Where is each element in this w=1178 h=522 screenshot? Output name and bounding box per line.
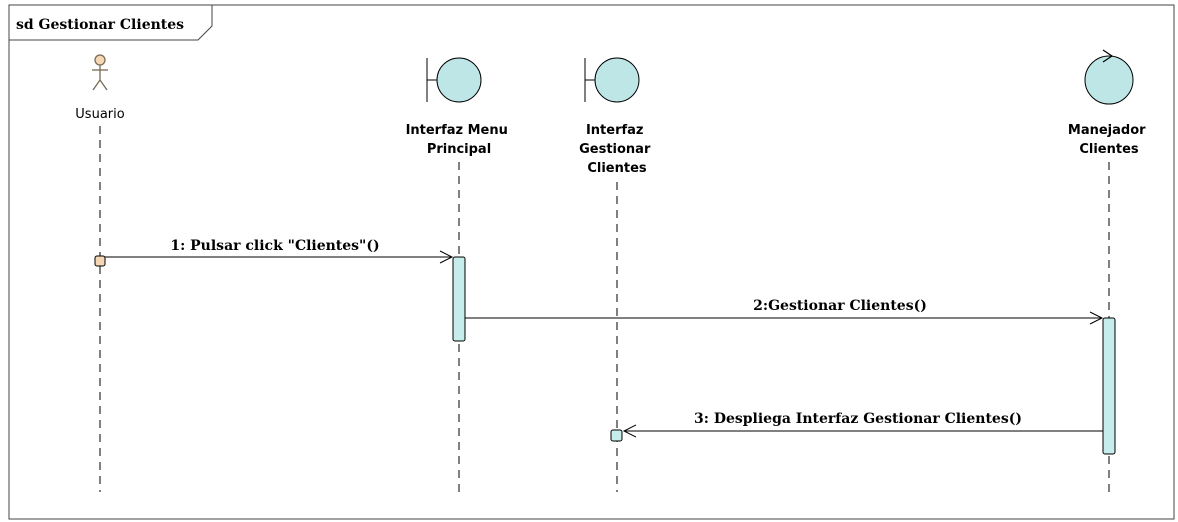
found-message-origin	[94, 255, 106, 267]
label-line: Manejador	[1068, 123, 1146, 138]
lifeline-label-manejador: Manejador Clientes	[1068, 123, 1150, 157]
message-label: 2:Gestionar Clientes()	[753, 298, 927, 314]
message-endpoint	[610, 429, 623, 442]
frame-title: sd Gestionar Clientes	[16, 17, 184, 33]
lifeline-manejador[interactable]: Manejador Clientes	[1068, 49, 1150, 492]
label-line: Principal	[427, 142, 491, 157]
activation-manejador	[1102, 317, 1116, 455]
activation-menu	[452, 256, 466, 342]
label-line: Clientes	[587, 161, 647, 176]
label-line: Clientes	[1079, 142, 1139, 157]
boundary-icon	[584, 57, 640, 103]
label-line: Interfaz	[586, 123, 644, 138]
lifeline-label-usuario: Usuario	[75, 107, 124, 122]
lifeline-usuario[interactable]: Usuario	[75, 54, 125, 492]
open-arrowhead-icon	[1089, 311, 1104, 325]
label-line: Interfaz Menu	[406, 123, 508, 138]
open-arrowhead-icon	[622, 424, 637, 438]
lifeline-label-menu: Interfaz Menu Principal	[406, 123, 513, 157]
message-2[interactable]: 2:Gestionar Clientes()	[465, 298, 1104, 325]
actor-icon	[92, 54, 108, 91]
message-1[interactable]: 1: Pulsar click "Clientes"()	[94, 238, 454, 267]
label-line: Gestionar	[579, 142, 651, 157]
boundary-icon	[426, 57, 482, 103]
control-icon	[1084, 49, 1134, 105]
diagram-frame: sd Gestionar Clientes	[8, 4, 1175, 520]
message-3[interactable]: 3: Despliega Interfaz Gestionar Clientes…	[610, 411, 1103, 442]
lifeline-interfaz-gestionar[interactable]: Interfaz Gestionar Clientes	[579, 57, 655, 492]
message-label: 3: Despliega Interfaz Gestionar Clientes…	[694, 411, 1022, 427]
lifeline-label-gestionar: Interfaz Gestionar Clientes	[579, 123, 655, 176]
open-arrowhead-icon	[439, 250, 454, 264]
message-label: 1: Pulsar click "Clientes"()	[170, 238, 379, 254]
lifeline-interfaz-menu[interactable]: Interfaz Menu Principal	[406, 57, 513, 492]
